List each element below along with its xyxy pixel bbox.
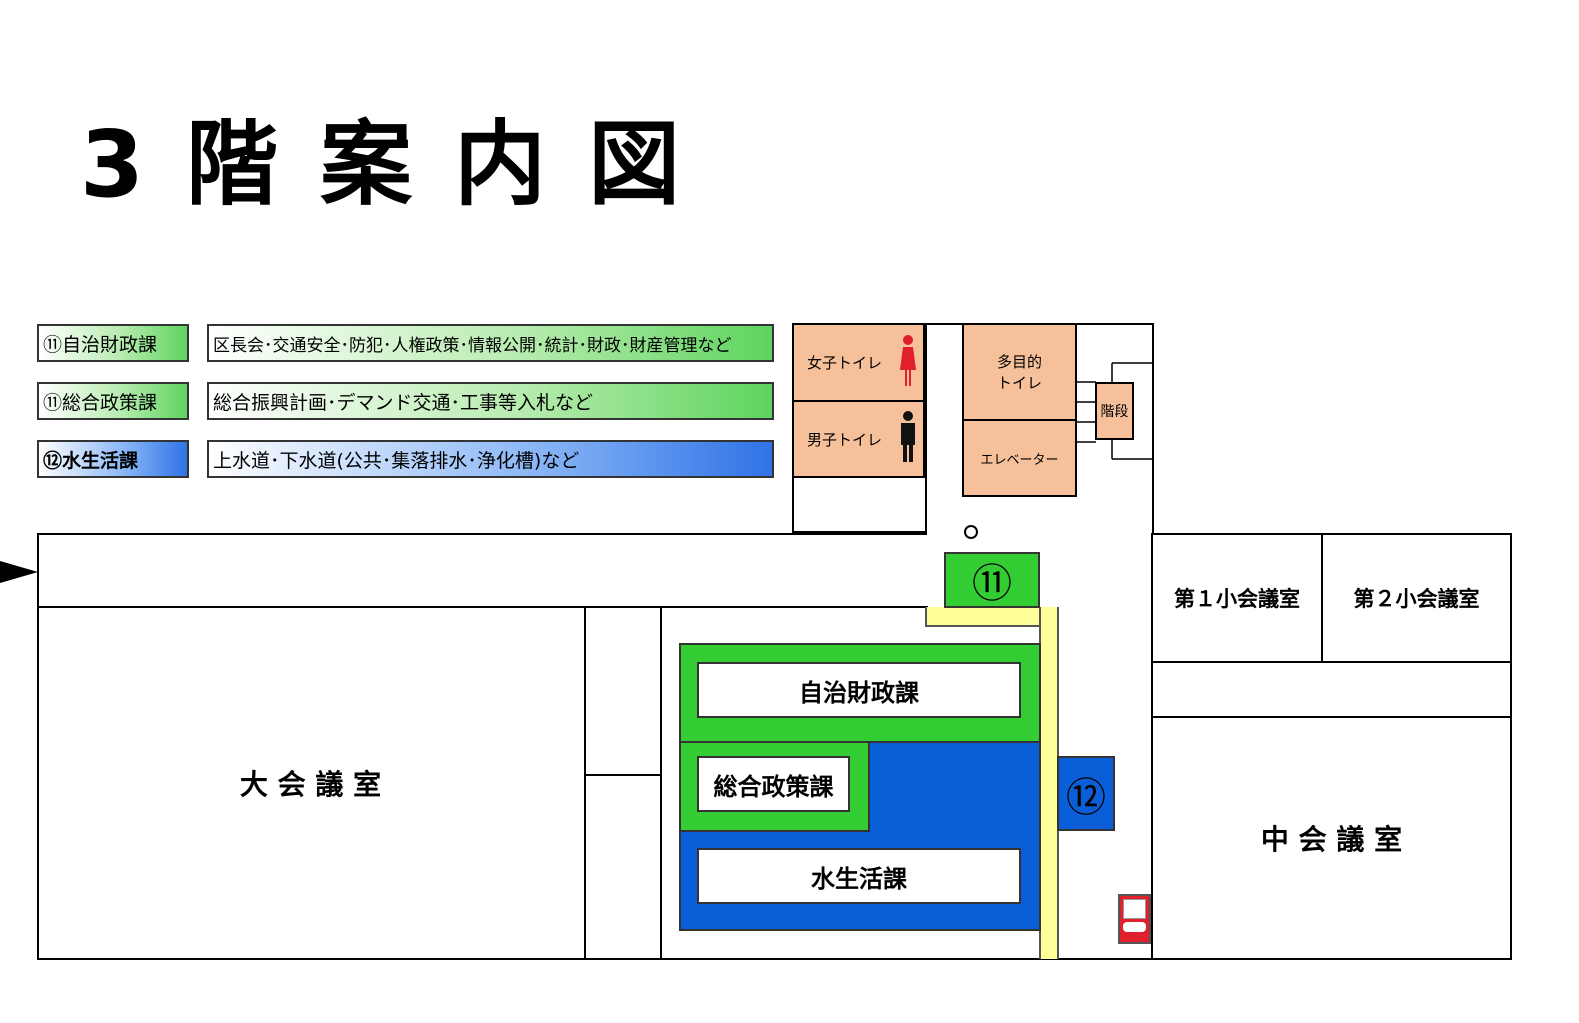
male-figure-icon	[901, 411, 915, 462]
dept-jichi-label: 自治財政課	[697, 662, 1021, 718]
dept-sogo-label: 総合政策課	[697, 756, 850, 812]
small-conference-room-2: 第２小会議室	[1353, 587, 1480, 611]
wall-divider	[1151, 533, 1153, 960]
title-char: 3	[80, 111, 145, 218]
legend-duties-mizu: 上水道･下水道(公共･集落排水･浄化槽)など	[207, 440, 774, 478]
womens-toilet: 女子トイレ	[792, 323, 925, 402]
legend-dept-sogo: ⑪総合政策課	[37, 382, 189, 420]
wall-divider	[584, 774, 662, 776]
medium-conference-room: 中 会 議 室	[1260, 823, 1403, 856]
wing-opening	[927, 533, 1152, 536]
corridor-wall	[37, 606, 928, 608]
wall-divider	[792, 531, 927, 533]
stairs: 階段	[1095, 382, 1134, 440]
wall-divider	[584, 606, 586, 960]
legend-dept-jichi: ⑪自治財政課	[37, 324, 189, 362]
wall-divider	[1151, 716, 1512, 718]
wall-divider	[660, 606, 662, 960]
small-conference-room-1: 第１小会議室	[1174, 587, 1300, 611]
legend-duties-jichi: 区長会･交通安全･防犯･人権政策･情報公開･統計･財政･財産管理など	[207, 324, 774, 362]
elevator: エレベーター	[962, 419, 1077, 497]
legend-dept-mizu: ⑫水生活課	[37, 440, 189, 478]
title-char: 内	[454, 111, 547, 218]
wall-divider	[1151, 661, 1512, 663]
legend-duties-sogo: 総合振興計画･デマンド交通･工事等入札など	[207, 382, 774, 420]
dept-mizu-label: 水生活課	[697, 848, 1021, 904]
guide-path	[925, 607, 1059, 627]
multipurpose-toilet: 多目的 トイレ	[962, 323, 1077, 421]
pillar-marker-icon	[964, 525, 978, 539]
mens-toilet-label: 男子トイレ	[806, 430, 882, 449]
wall-divider	[925, 323, 927, 534]
title-char: 図	[588, 111, 681, 218]
vending-machine-icon	[1118, 894, 1151, 944]
counter-12-marker: ⑫	[1057, 756, 1115, 831]
female-figure-icon	[900, 335, 916, 386]
counter-11-marker: ⑪	[944, 552, 1040, 608]
guide-path	[1039, 607, 1059, 959]
wall-divider	[1321, 533, 1323, 663]
entrance-arrow-icon	[0, 561, 38, 583]
womens-toilet-label: 女子トイレ	[806, 354, 882, 372]
large-conference-room: 大 会 議 室	[239, 768, 382, 801]
title-char: 階	[186, 111, 279, 218]
title-char: 案	[320, 111, 413, 218]
